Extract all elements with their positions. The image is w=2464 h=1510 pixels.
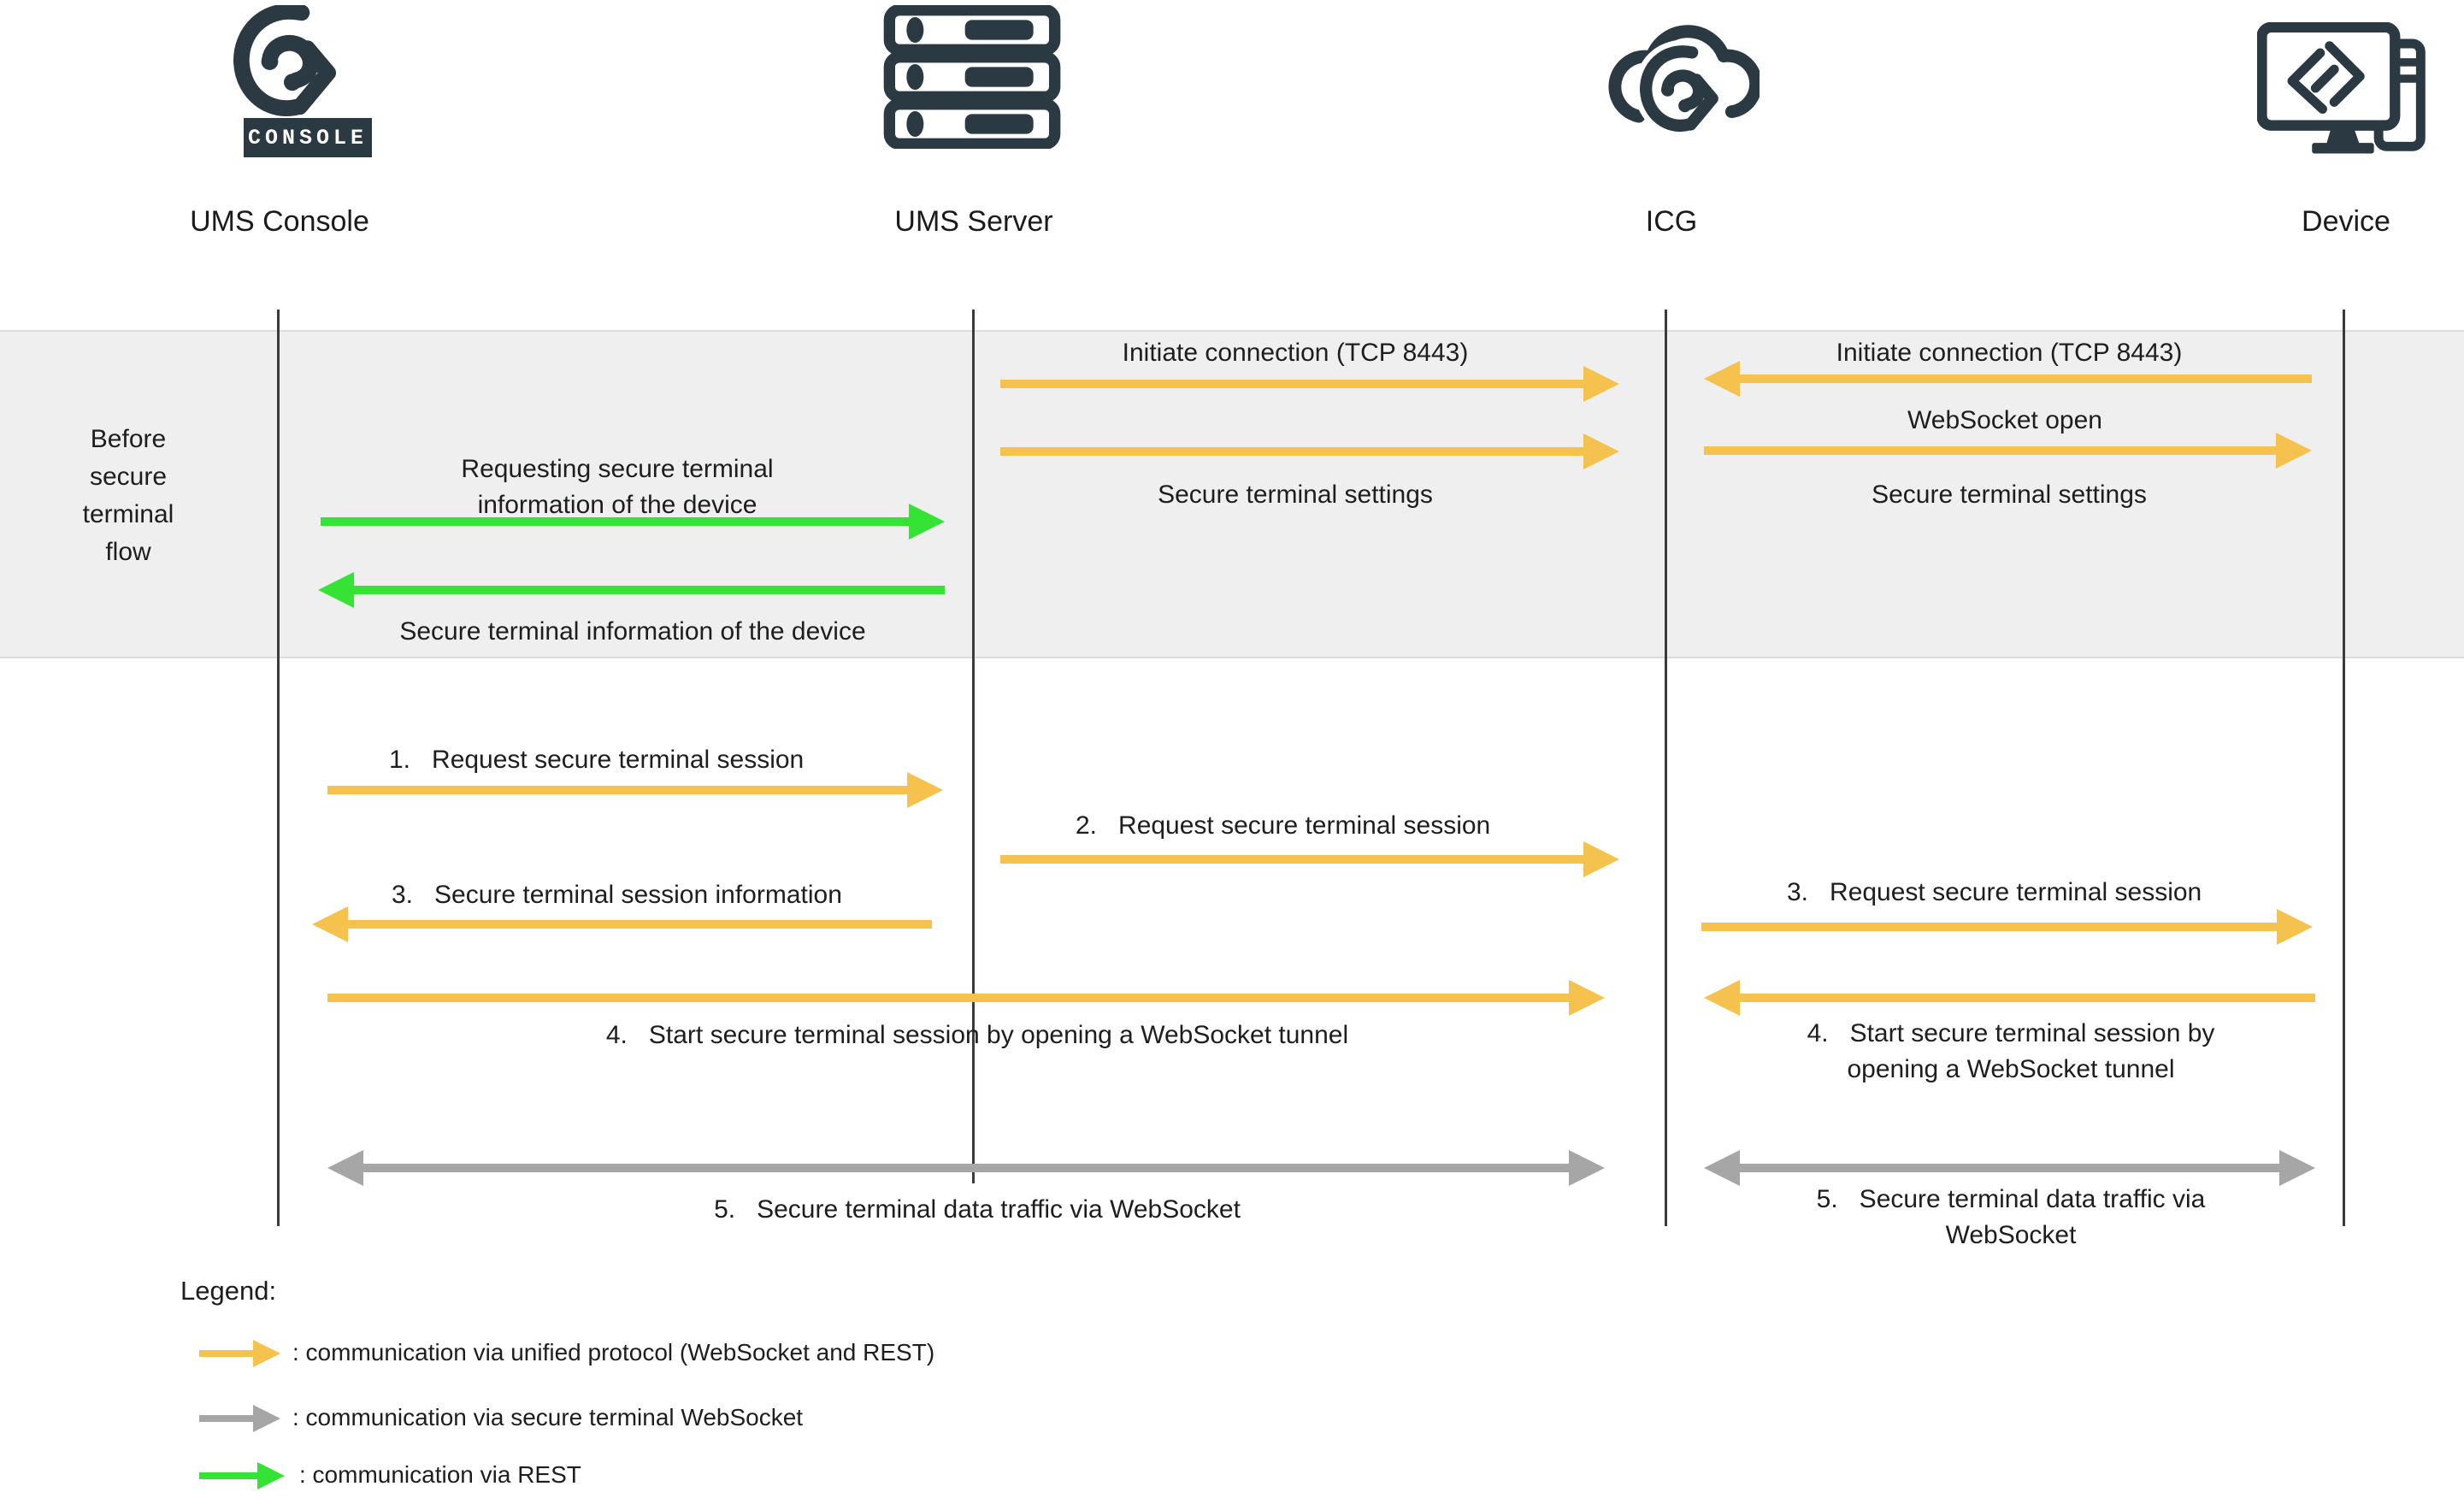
message-step3-request-session-icg-device: 3. Request secure terminal session [1787,878,2202,906]
igel-console-logo-icon: CONSOLE [205,5,372,161]
message-secure-terminal-information-of-device: Secure terminal information of the devic… [399,617,866,646]
legend-item-unified-protocol: : communication via unified protocol (We… [292,1339,935,1365]
legend-item-rest: : communication via REST [299,1461,581,1488]
message-initiate-connection-server-icg: Initiate connection (TCP 8443) [1122,339,1469,367]
message-step1-request-session: 1. Request secure terminal session [389,746,805,774]
message-step5-data-traffic: 5. Secure terminal data traffic via WebS… [714,1195,1241,1224]
phase-band-label: Before secure terminal flow [82,425,174,566]
message-step3-session-information: 3. Secure terminal session information [392,881,842,909]
message-step4-start-session-device: 4. Start secure terminal session by open… [1807,1019,2215,1083]
actor-label-ums-console: UMS Console [190,205,369,238]
message-requesting-secure-terminal-information: Requesting secure terminal information o… [461,455,774,519]
legend-title: Legend: [180,1276,277,1306]
server-rack-icon [882,5,1062,149]
console-badge: CONSOLE [244,118,372,157]
lifeline-device [2343,310,2345,1226]
message-secure-terminal-settings-icg-device: Secure terminal settings [1872,481,2147,509]
message-step2-request-session: 2. Request secure terminal session [1076,811,1491,840]
actor-label-ums-server: UMS Server [894,205,1053,238]
lifeline-icg [1665,310,1667,1226]
message-step5-data-traffic-device: 5. Secure terminal data traffic via WebS… [1816,1185,2206,1249]
message-step4-start-session: 4. Start secure terminal session by open… [605,1021,1349,1049]
message-websocket-open: WebSocket open [1907,406,2102,434]
actor-label-device: Device [2302,205,2390,238]
device-workstation-icon [2257,22,2432,157]
lifeline-ums-server [972,310,975,1183]
lifeline-ums-console [277,310,280,1226]
message-secure-terminal-settings-server-icg: Secure terminal settings [1158,481,1433,509]
message-initiate-connection-icg-device: Initiate connection (TCP 8443) [1836,339,2183,367]
legend-item-secure-terminal-websocket: : communication via secure terminal WebS… [292,1404,804,1430]
actor-label-icg: ICG [1645,205,1698,238]
icg-cloud-icon [1597,2,1760,159]
